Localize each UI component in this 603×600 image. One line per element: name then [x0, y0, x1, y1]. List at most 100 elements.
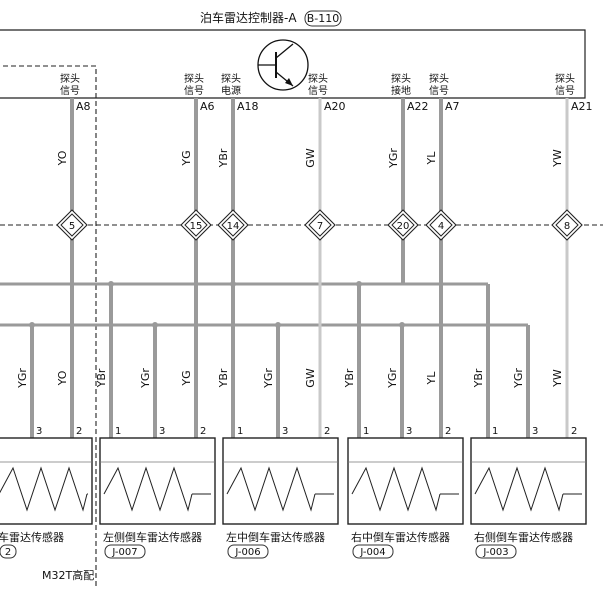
- pin-label-line1: 探头: [429, 72, 449, 85]
- sensor-code-badge: [0, 544, 17, 559]
- wire-color-label: YO: [56, 150, 69, 166]
- sensor-wire-color: YW: [551, 369, 564, 388]
- sensor-box: [222, 437, 339, 525]
- sensor-name: 右侧倒车雷达传感器: [474, 530, 573, 544]
- pin-label-line2: 接地: [391, 84, 411, 97]
- sensor-terminal: 3: [159, 426, 165, 437]
- connector-number: 7: [317, 221, 323, 232]
- connector-diamond-inner: [308, 213, 332, 237]
- sensor-waveform-icon: [474, 466, 564, 512]
- sensor-wire-color: YBr: [343, 368, 356, 388]
- connector-diamond-inner: [221, 213, 245, 237]
- sensor-box: [470, 437, 587, 525]
- sensor-wire-color: YO: [56, 370, 69, 386]
- pin-number: A22: [407, 100, 429, 113]
- sensor-waveform-icon: [351, 466, 441, 512]
- sensor-wire-color: YGr: [16, 368, 29, 389]
- sensor-terminal: 2: [445, 426, 451, 437]
- sensor-wire-color: GW: [304, 368, 317, 388]
- connector-diamond-inner: [184, 213, 208, 237]
- pin-number: A6: [200, 100, 215, 113]
- sensor-code: J-006: [234, 547, 260, 558]
- sensor-name: 车雷达传感器: [0, 530, 64, 544]
- sensor-terminal: 3: [532, 426, 538, 437]
- pin-label-line1: 探头: [308, 72, 328, 85]
- sensor-code: 2: [5, 547, 11, 558]
- sensor-name: 左中倒车雷达传感器: [226, 530, 325, 544]
- sensor-box: [347, 437, 464, 525]
- controller-code: B-110: [307, 12, 340, 25]
- sensor-terminal: 3: [406, 426, 412, 437]
- sensor-code-badge: [104, 544, 146, 559]
- sensor-terminal: 1: [363, 426, 369, 437]
- connector-number: 8: [564, 221, 570, 232]
- sensor-waveform-icon: [0, 466, 88, 512]
- sensor-box: [99, 437, 216, 525]
- pin-label-line1: 探头: [60, 72, 80, 85]
- connector-number: 5: [69, 221, 75, 232]
- connector-diamond-inner: [391, 213, 415, 237]
- pin-label-line1: 探头: [391, 72, 411, 85]
- pin-label-line1: 探头: [221, 72, 241, 85]
- sensor-code: J-007: [111, 547, 137, 558]
- pin-number: A8: [76, 100, 91, 113]
- wire-color-label: GW: [304, 148, 317, 168]
- wire-color-label: YBr: [217, 148, 230, 168]
- sensor-name: 左侧倒车雷达传感器: [103, 530, 202, 544]
- sensor-waveform-icon: [226, 466, 316, 512]
- controller-code-badge: [304, 10, 342, 27]
- option-note: M32T高配: [42, 568, 94, 582]
- pin-number: A20: [324, 100, 346, 113]
- connector-number: 15: [190, 221, 203, 232]
- connector-number: 4: [438, 221, 444, 232]
- wire-color-label: YW: [551, 149, 564, 168]
- pin-label-line2: 信号: [184, 85, 204, 97]
- connector-diamond-inner: [555, 213, 579, 237]
- pin-label-line2: 信号: [308, 85, 328, 97]
- pin-label-line1: 探头: [555, 72, 575, 85]
- sensor-code: J-004: [359, 547, 385, 558]
- pin-label-line2: 电源: [221, 84, 241, 97]
- sensor-box: [0, 437, 93, 525]
- sensor-terminal: 1: [237, 426, 243, 437]
- connector-diamond-inner: [60, 213, 84, 237]
- sensor-terminal: 2: [76, 426, 82, 437]
- pin-number: A18: [237, 100, 259, 113]
- sensor-wire-color: YGr: [139, 368, 152, 389]
- sensor-terminal: 2: [200, 426, 206, 437]
- pin-label-line1: 探头: [184, 72, 204, 85]
- sensor-wire-color: YBr: [217, 368, 230, 388]
- sensor-code-badge: [227, 544, 269, 559]
- pin-number: A7: [445, 100, 460, 113]
- sensor-terminal: 2: [571, 426, 577, 437]
- sensor-wire-color: YG: [180, 370, 193, 386]
- sensor-code-badge: [475, 544, 517, 559]
- sensor-wire-color: YBr: [472, 368, 485, 388]
- sensor-terminal: 1: [492, 426, 498, 437]
- pin-label-line2: 信号: [60, 85, 80, 97]
- controller-box: [0, 29, 586, 99]
- pin-label-line2: 信号: [429, 85, 449, 97]
- sensor-wire-color: YL: [425, 371, 438, 386]
- sensor-name: 右中倒车雷达传感器: [351, 530, 450, 544]
- pin-label-line2: 信号: [555, 85, 575, 97]
- sensor-terminal: 3: [282, 426, 288, 437]
- wire-color-label: YGr: [387, 148, 400, 169]
- sensor-wire-color: YGr: [386, 368, 399, 389]
- sensor-code: J-003: [482, 547, 508, 558]
- connector-number: 14: [227, 221, 240, 232]
- connector-number: 20: [397, 221, 410, 232]
- sensor-wire-color: YGr: [512, 368, 525, 389]
- sensor-waveform-icon: [103, 466, 193, 512]
- wire-color-label: YL: [425, 151, 438, 166]
- connector-diamond-inner: [429, 213, 453, 237]
- sensor-terminal: 3: [36, 426, 42, 437]
- transistor-icon: [257, 39, 309, 91]
- option-region-border: [0, 65, 97, 588]
- sensor-wire-color: YBr: [95, 368, 108, 388]
- wire-color-label: YG: [180, 150, 193, 166]
- pin-number: A21: [571, 100, 593, 113]
- sensor-terminal: 2: [324, 426, 330, 437]
